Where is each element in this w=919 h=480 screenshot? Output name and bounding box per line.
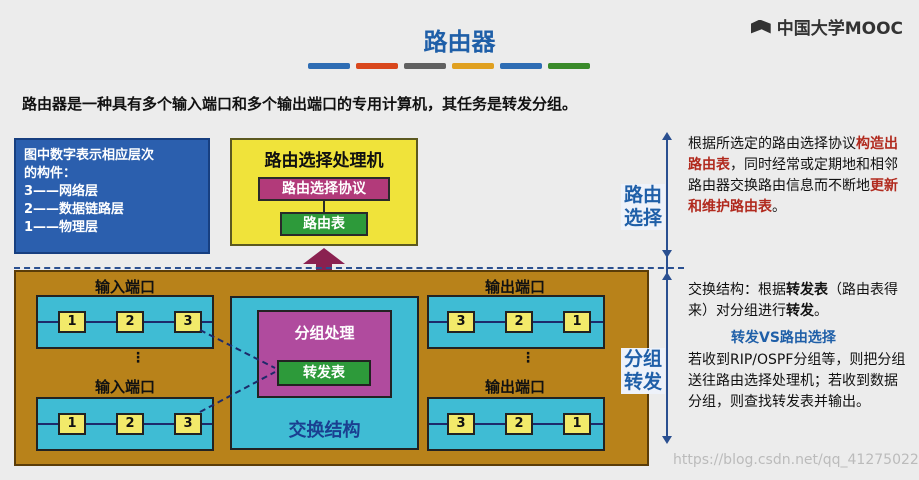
desc-text: 。 bbox=[814, 303, 828, 319]
vertical-dots: ⋮ bbox=[521, 350, 535, 366]
compare-heading: 转发VS路由选择 bbox=[731, 330, 836, 346]
layer-cell: 2 bbox=[505, 413, 533, 435]
layer-cell: 1 bbox=[58, 311, 86, 333]
plane-axis bbox=[662, 132, 672, 444]
routing-table-box: 路由表 bbox=[280, 212, 368, 236]
layer-cell: 2 bbox=[116, 311, 144, 333]
stripe-1 bbox=[308, 63, 350, 69]
switch-description: 交换结构：根据转发表（路由表得来）对分组进行转发。 bbox=[688, 280, 906, 322]
mooc-logo-icon bbox=[750, 19, 771, 34]
desc-text: ，同时经常或定期地和相邻路由器交换路由信息而不断地 bbox=[688, 157, 898, 194]
intro-text: 路由器是一种具有多个输入端口和多个输出端口的专用计算机，其任务是转发分组。 bbox=[22, 95, 578, 113]
desc-highlight: 构造出路由表 bbox=[688, 136, 898, 173]
plane-separator bbox=[14, 267, 684, 269]
vertical-dots: ⋮ bbox=[131, 350, 145, 366]
desc-bold: 转发表 bbox=[786, 282, 828, 298]
layer-cell: 2 bbox=[505, 311, 533, 333]
legend-line: 2——数据链路层 bbox=[24, 202, 125, 217]
switch-fabric-title: 交换结构 bbox=[288, 420, 361, 441]
switch-fabric: 分组处理 转发表 交换结构 bbox=[230, 296, 419, 450]
routing-protocol-box: 路由选择协议 bbox=[258, 177, 390, 201]
output-port-top: 3 2 1 bbox=[427, 295, 605, 349]
output-port-label: 输出端口 bbox=[485, 378, 546, 396]
routing-plane-tag: 路由选择 bbox=[621, 184, 665, 230]
brand-name: 中国大学MOOC bbox=[776, 19, 903, 39]
legend-line: 3——网络层 bbox=[24, 184, 99, 199]
output-port-bottom: 3 2 1 bbox=[427, 397, 605, 451]
layer-cell: 1 bbox=[563, 311, 591, 333]
legend-line: 图中数字表示相应层次 bbox=[24, 148, 155, 163]
connector-line bbox=[323, 201, 325, 212]
routing-description: 根据所选定的路由选择协议构造出路由表，同时经常或定期地和相邻路由器交换路由信息而… bbox=[688, 134, 906, 218]
layer-cell: 1 bbox=[58, 413, 86, 435]
title-stripes bbox=[308, 63, 590, 69]
watermark: https://blog.csdn.net/qq_41275022 bbox=[673, 452, 919, 468]
forward-description: 若收到RIP/OSPF分组等，则把分组送往路由选择处理机；若收到数据分组，则查找… bbox=[688, 352, 906, 410]
routing-processor: 路由选择处理机 路由选择协议 路由表 bbox=[230, 138, 418, 246]
layer-legend: 图中数字表示相应层次 的构件： 3——网络层 2——数据链路层 1——物理层 bbox=[14, 138, 210, 254]
packet-processing-title: 分组处理 bbox=[294, 324, 355, 342]
layer-cell: 3 bbox=[447, 413, 475, 435]
output-port-label: 输出端口 bbox=[485, 278, 546, 296]
desc-text: （路由表得来） bbox=[688, 282, 898, 319]
desc-bold: 转发 bbox=[786, 303, 814, 319]
page-title: 路由器 bbox=[423, 28, 496, 56]
desc-text: 。 bbox=[772, 199, 786, 215]
forwarding-table-box: 转发表 bbox=[277, 360, 371, 386]
desc-text: 根据所选定的路由选择协议 bbox=[688, 136, 856, 152]
desc-text: 交换结构：根据 bbox=[688, 282, 786, 298]
desc-text: 对分组进行 bbox=[716, 303, 786, 319]
layer-cell: 1 bbox=[563, 413, 591, 435]
stripe-4 bbox=[452, 63, 494, 69]
forwarding-plane-tag: 分组转发 bbox=[621, 348, 665, 394]
input-port-label: 输入端口 bbox=[95, 378, 156, 396]
input-port-label: 输入端口 bbox=[95, 278, 156, 296]
packet-processing: 分组处理 转发表 bbox=[257, 310, 392, 398]
input-port-bottom: 1 2 3 bbox=[36, 397, 214, 451]
layer-cell: 2 bbox=[116, 413, 144, 435]
brand-logo: 中国大学MOOC bbox=[750, 14, 903, 39]
routing-processor-title: 路由选择处理机 bbox=[264, 151, 384, 171]
input-port-top: 1 2 3 bbox=[36, 295, 214, 349]
stripe-3 bbox=[404, 63, 446, 69]
desc-highlight: 更新和维护路由表 bbox=[688, 178, 898, 215]
stripe-6 bbox=[548, 63, 590, 69]
legend-line: 1——物理层 bbox=[24, 220, 99, 235]
layer-cell: 3 bbox=[174, 311, 202, 333]
layer-cell: 3 bbox=[447, 311, 475, 333]
stripe-5 bbox=[500, 63, 542, 69]
stripe-2 bbox=[356, 63, 398, 69]
legend-line: 的构件： bbox=[24, 166, 77, 181]
layer-cell: 3 bbox=[174, 413, 202, 435]
